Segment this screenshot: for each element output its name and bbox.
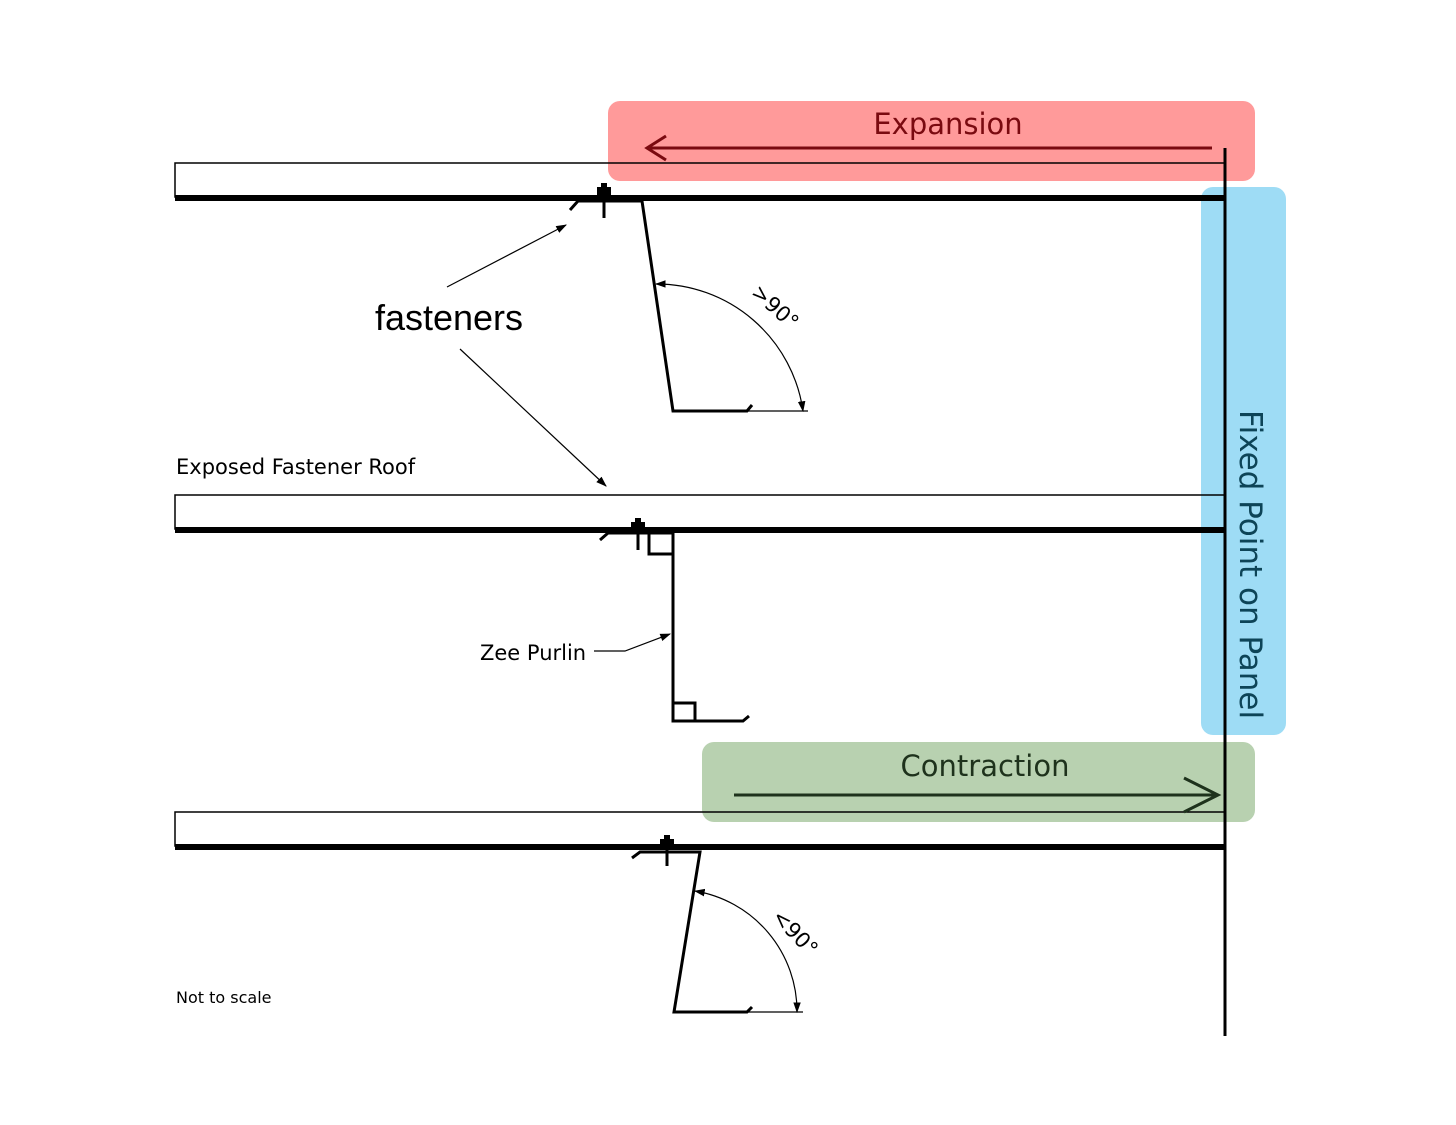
fastener-leaders xyxy=(446,224,607,487)
fixed-point-label: Fixed Point on Panel xyxy=(1232,410,1268,719)
contraction-arrow xyxy=(734,776,1222,814)
purlin-splayed-in xyxy=(631,850,754,1014)
angle-lt-label: <90° xyxy=(767,905,822,961)
expansion-arrow xyxy=(644,134,1212,162)
angle-gt-label: >90° xyxy=(747,280,804,335)
fastener-screw xyxy=(631,518,645,550)
fastener-screw xyxy=(597,183,611,218)
contraction-label: Contraction xyxy=(901,749,1070,783)
panel-expansion xyxy=(174,162,1226,413)
expansion-highlight xyxy=(608,101,1255,181)
roof-panel xyxy=(174,494,1226,530)
purlin-label: Zee Purlin xyxy=(480,641,586,665)
expansion-label: Expansion xyxy=(873,107,1022,141)
fasteners-label: fasteners xyxy=(375,297,523,338)
scale-note: Not to scale xyxy=(176,988,272,1007)
panel-contraction xyxy=(174,811,1226,1014)
angle-dimension-gt xyxy=(654,280,808,413)
contraction-highlight xyxy=(702,742,1255,822)
angle-dimension-lt xyxy=(693,888,803,1014)
panel-neutral xyxy=(174,494,1226,723)
roof-title: Exposed Fastener Roof xyxy=(176,455,416,479)
purlin-splayed-out xyxy=(568,199,754,413)
fixed-point-highlight xyxy=(1201,187,1286,735)
zee-purlin xyxy=(599,531,750,723)
fastener-screw xyxy=(660,835,674,866)
purlin-leader xyxy=(594,633,672,652)
